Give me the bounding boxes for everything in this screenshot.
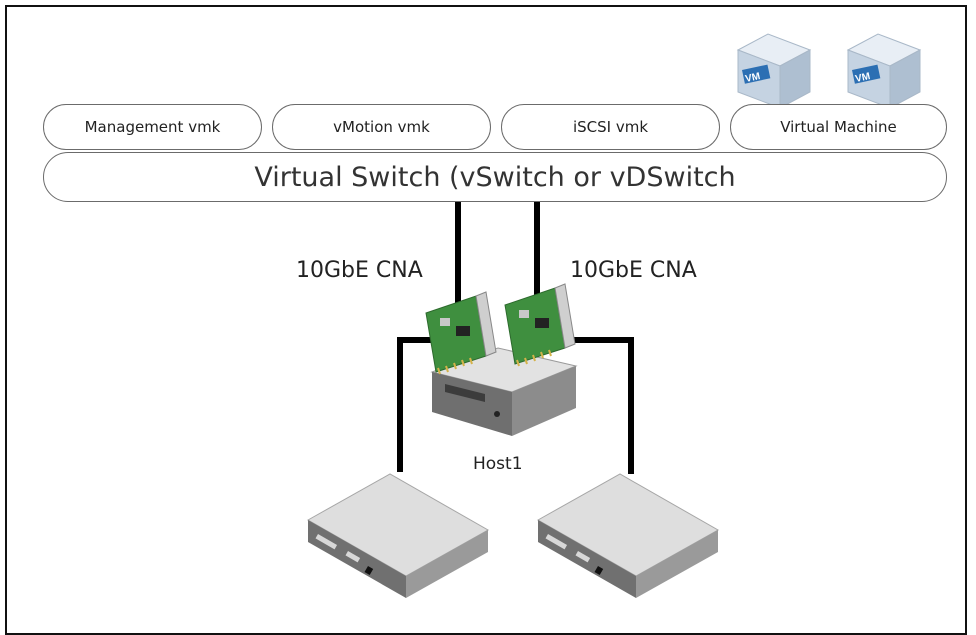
portgroup-virtual-machine: Virtual Machine — [730, 104, 947, 150]
cna-label-left: 10GbE CNA — [296, 258, 423, 283]
virtual-switch-bar: Virtual Switch (vSwitch or vDSwitch — [43, 152, 947, 202]
vm-badge-2: VM — [854, 71, 871, 85]
vm-cube-icon-2: VM — [846, 33, 922, 109]
cna-card-left-icon — [425, 291, 497, 375]
virtual-switch-label: Virtual Switch (vSwitch or vDSwitch — [254, 161, 736, 193]
host-to-switch-right-line — [560, 337, 634, 474]
physical-switch-right-icon — [536, 473, 720, 598]
portgroup-label: iSCSI vmk — [572, 118, 649, 136]
cna-card-right-icon — [504, 283, 576, 367]
vm-badge-1: VM — [744, 71, 761, 85]
portgroup-vmotion-vmk: vMotion vmk — [272, 104, 491, 150]
host-label: Host1 — [473, 454, 523, 474]
physical-switch-left-icon — [306, 473, 490, 598]
portgroup-label: Virtual Machine — [780, 118, 897, 136]
vm-cube-icon-1: VM — [736, 33, 812, 109]
portgroup-label: vMotion vmk — [333, 118, 430, 136]
portgroup-label: Management vmk — [84, 118, 221, 136]
portgroup-iscsi-vmk: iSCSI vmk — [501, 104, 720, 150]
host-to-switch-left-line — [397, 337, 440, 472]
portgroup-management-vmk: Management vmk — [43, 104, 262, 150]
cna-label-right: 10GbE CNA — [570, 258, 697, 283]
connection-lines — [397, 200, 634, 474]
